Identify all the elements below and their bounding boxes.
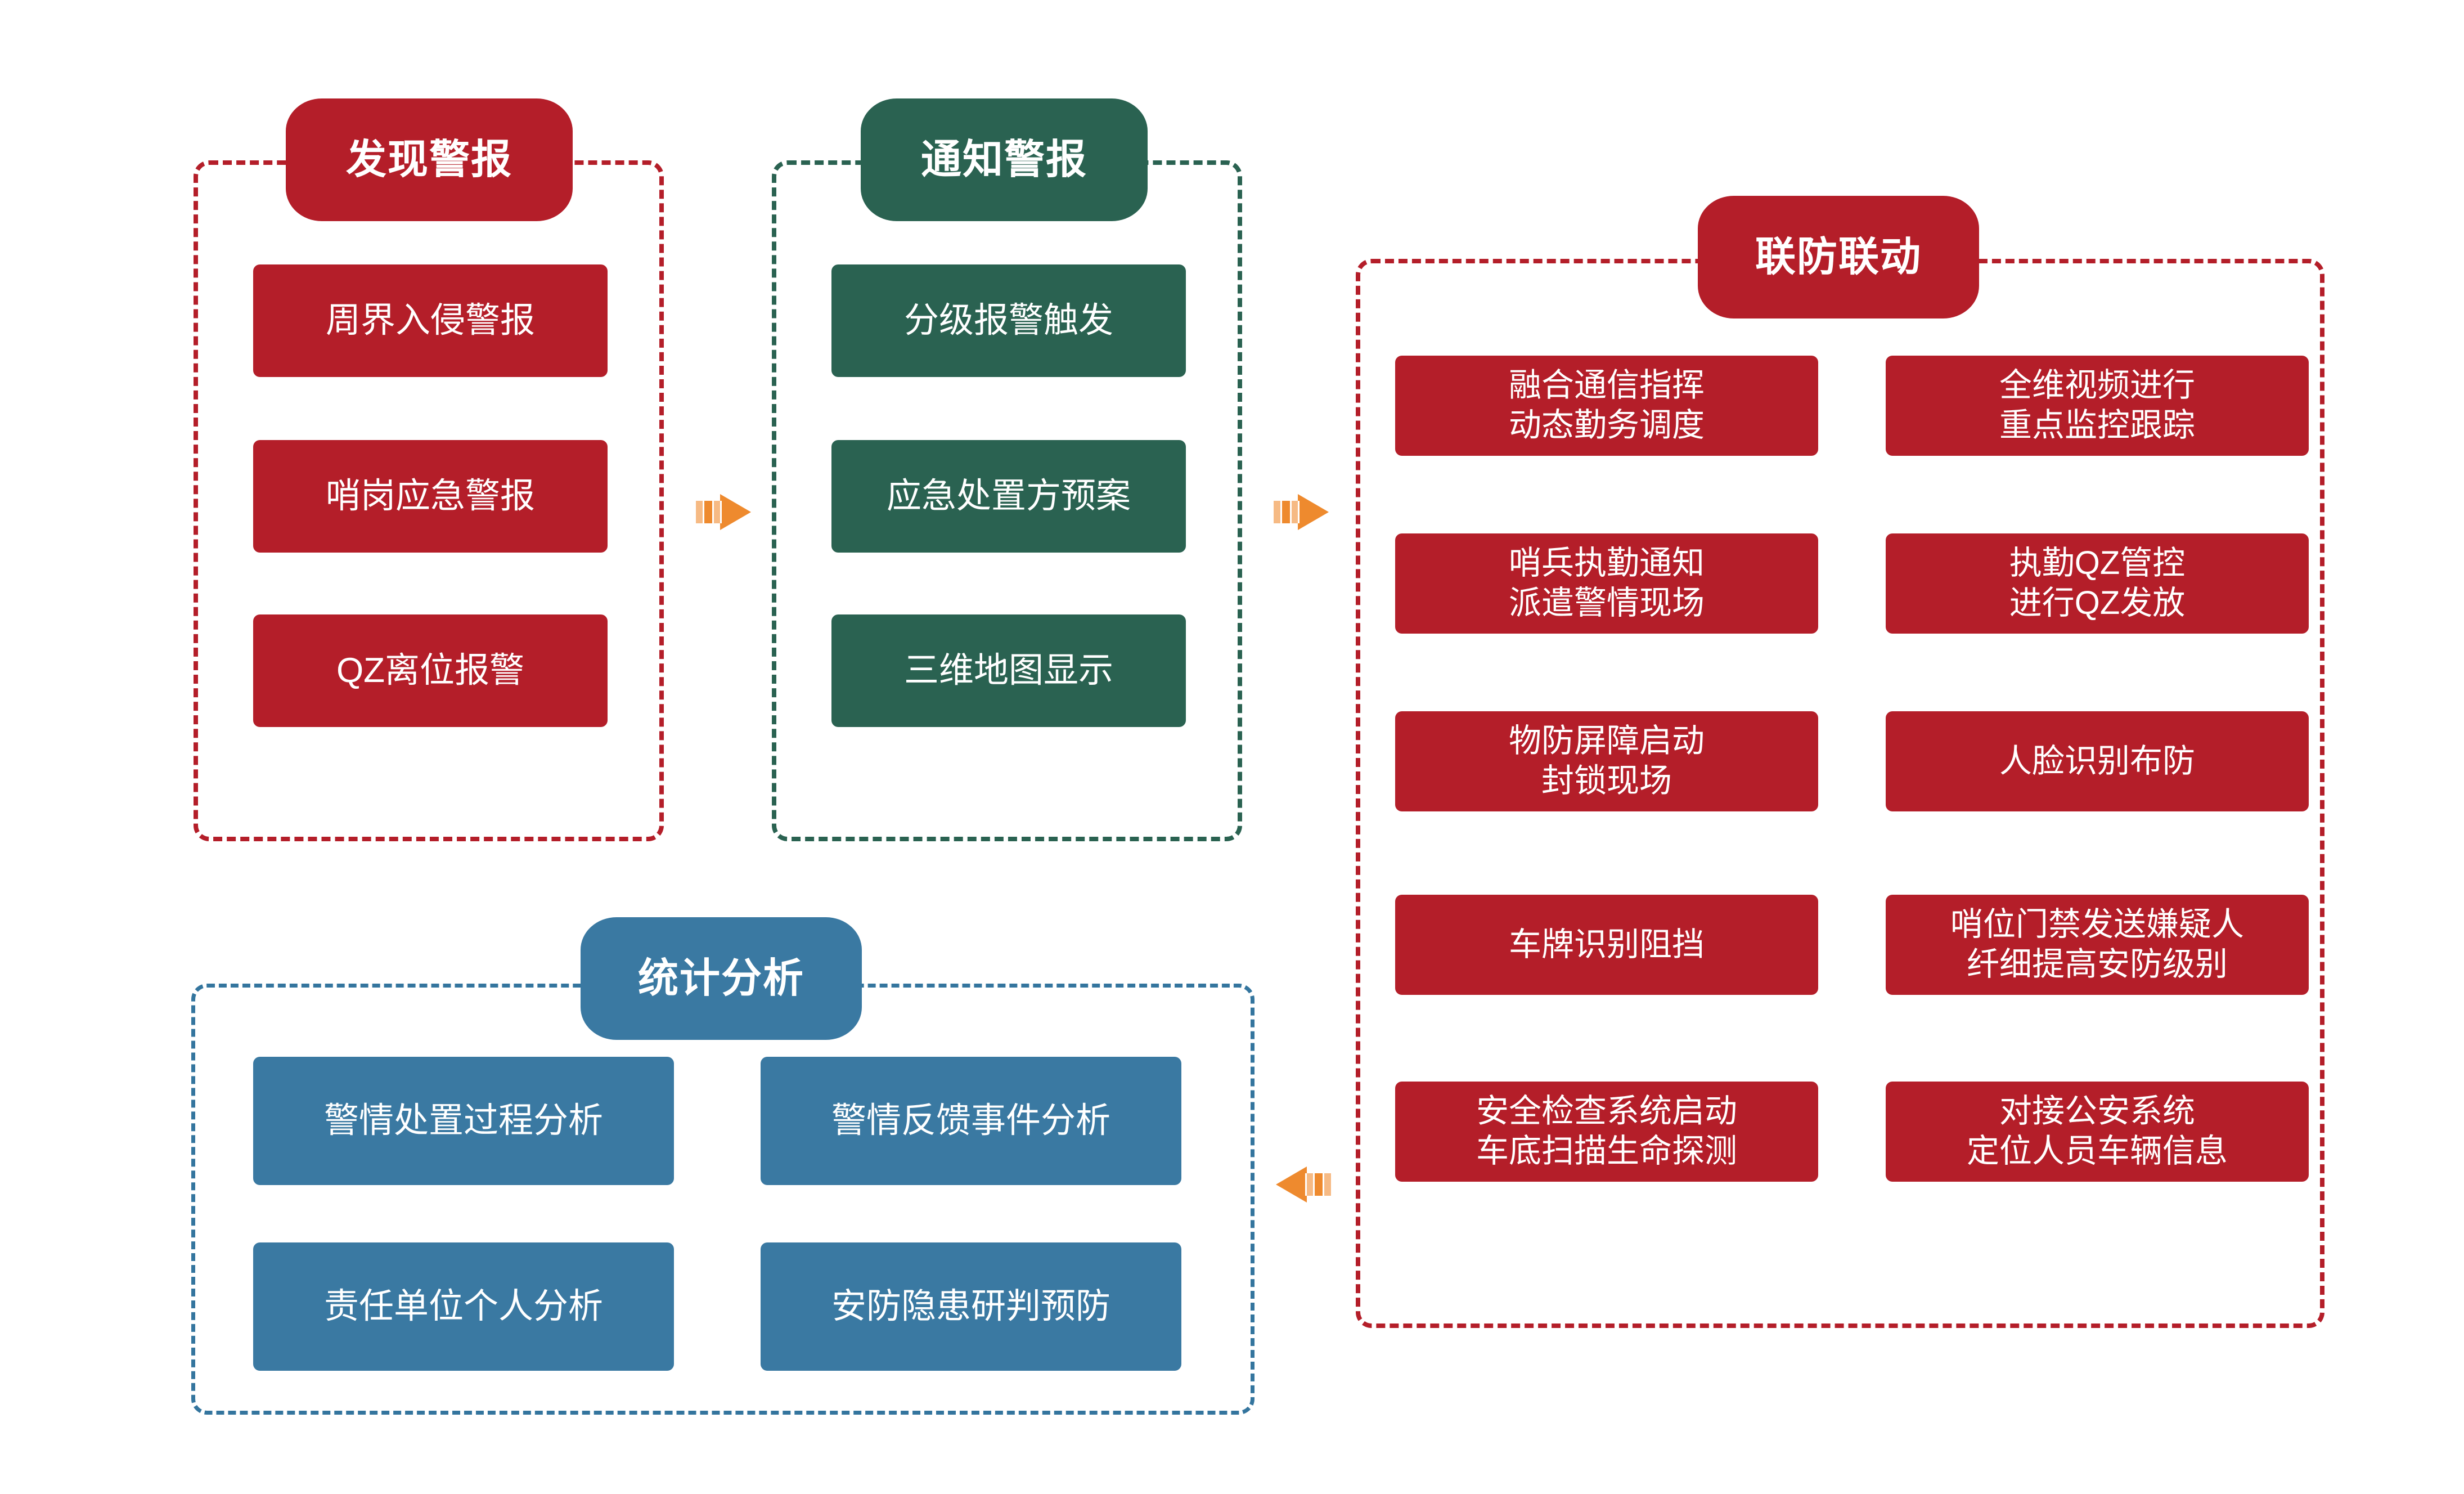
item-box-license-plate-recognition-block[interactable]: 车牌识别阻挡	[1395, 895, 1818, 995]
item-box-perimeter-intrusion-alarm[interactable]: 周界入侵警报	[253, 264, 608, 377]
arrow-discover-to-notify	[695, 484, 757, 540]
item-box-full-dimension-video-monitoring[interactable]: 全维视频进行 重点监控跟踪	[1886, 356, 2309, 456]
item-box-alarm-feedback-event-analysis[interactable]: 警情反馈事件分析	[761, 1057, 1181, 1185]
item-box-security-hazard-prevention[interactable]: 安防隐患研判预防	[761, 1242, 1181, 1371]
item-box-converged-comms-command[interactable]: 融合通信指挥 动态勤务调度	[1395, 356, 1818, 456]
group-title-joint-defense[interactable]: 联防联动	[1698, 196, 1979, 318]
item-box-qz-leave-position-alarm[interactable]: QZ离位报警	[253, 614, 608, 727]
item-box-sentry-duty-notification[interactable]: 哨兵执勤通知 派遣警情现场	[1395, 533, 1818, 634]
item-box-post-access-control-suspect[interactable]: 哨位门禁发送嫌疑人 纤细提高安防级别	[1886, 895, 2309, 995]
item-box-sentry-emergency-alarm[interactable]: 哨岗应急警报	[253, 440, 608, 553]
arrow-notify-to-joint	[1273, 484, 1334, 540]
item-box-responsible-unit-individual-analysis[interactable]: 责任单位个人分析	[253, 1242, 674, 1371]
item-box-physical-barrier-activation[interactable]: 物防屏障启动 封锁现场	[1395, 711, 1818, 811]
item-box-3d-map-display[interactable]: 三维地图显示	[831, 614, 1186, 727]
item-box-security-inspection-system[interactable]: 安全检查系统启动 车底扫描生命探测	[1395, 1082, 1818, 1182]
item-box-public-security-system-integration[interactable]: 对接公安系统 定位人员车辆信息	[1886, 1082, 2309, 1182]
item-box-graded-alarm-trigger[interactable]: 分级报警触发	[831, 264, 1186, 377]
group-title-discover-alarm[interactable]: 发现警报	[286, 98, 573, 221]
item-box-duty-qz-control[interactable]: 执勤QZ管控 进行QZ发放	[1886, 533, 2309, 634]
arrow-joint-to-statistics	[1270, 1156, 1332, 1213]
item-box-emergency-disposal-plan[interactable]: 应急处置方预案	[831, 440, 1186, 553]
group-title-notify-alarm[interactable]: 通知警报	[861, 98, 1148, 221]
item-box-alarm-handling-process-analysis[interactable]: 警情处置过程分析	[253, 1057, 674, 1185]
group-title-statistics-analysis[interactable]: 统计分析	[581, 917, 862, 1040]
item-box-face-recognition-deployment[interactable]: 人脸识别布防	[1886, 711, 2309, 811]
